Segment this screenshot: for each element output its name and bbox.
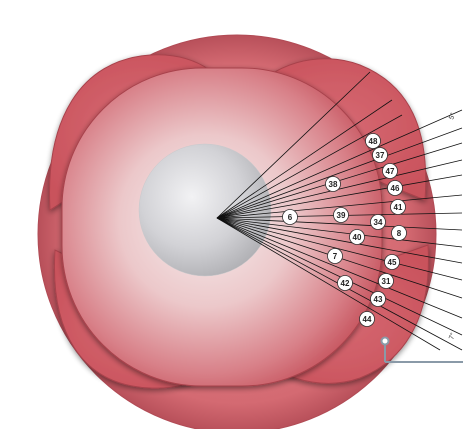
callout-badge-circle <box>378 273 394 289</box>
callout-badge: 41 <box>390 199 406 215</box>
callout-badge-label: 39 <box>337 211 346 220</box>
callout-badge-label: 46 <box>391 184 400 193</box>
edge-mark-label: 7° <box>447 331 457 340</box>
callout-badge-label: 38 <box>329 180 338 189</box>
callout-badge-label: 6 <box>288 213 293 222</box>
callout-badge: 34 <box>370 214 386 230</box>
callout-badge-circle <box>370 214 386 230</box>
leader-line <box>216 217 463 248</box>
callout-badge-circle <box>349 229 365 245</box>
callout-badge: 7 <box>327 248 343 264</box>
leader-line <box>216 217 441 351</box>
leader-line <box>216 217 463 264</box>
callout-badge-circle <box>365 133 381 149</box>
callout-badge-label: 40 <box>353 233 362 242</box>
callout-badge-circle <box>370 291 386 307</box>
callout-badge-circle <box>327 248 343 264</box>
callout-badge: 43 <box>370 291 386 307</box>
leader-line <box>216 174 463 219</box>
callout-badge-label: 34 <box>374 218 383 227</box>
callout-badge-label: 41 <box>394 203 403 212</box>
bracket-dot <box>380 336 390 346</box>
leader-line <box>216 194 463 219</box>
callout-badge-circle <box>382 163 398 179</box>
bracket <box>380 336 463 363</box>
leader-line <box>216 217 463 336</box>
leader-lines <box>216 71 463 351</box>
callout-badge-circle <box>333 207 349 223</box>
callout-badge-label: 8 <box>397 229 402 238</box>
callout-badge-label: 45 <box>388 258 397 267</box>
callout-badge-circle <box>387 180 403 196</box>
callout-badge-label: 48 <box>369 137 378 146</box>
callout-badge: 45 <box>384 254 400 270</box>
callout-badge: 8 <box>391 225 407 241</box>
callout-badge-circle <box>359 311 375 327</box>
leader-line <box>216 217 463 319</box>
callout-badge: 48 <box>365 133 381 149</box>
leader-line <box>216 127 463 219</box>
callout-badge-label: 44 <box>363 315 372 324</box>
callout-badge-label: 31 <box>382 277 391 286</box>
leader-line <box>216 159 463 219</box>
edge-mark-label: 5° <box>447 111 457 120</box>
callout-badge-circle <box>391 225 407 241</box>
leader-line <box>216 217 463 281</box>
callout-badge-label: 47 <box>386 167 395 176</box>
callout-badge: 38 <box>325 176 341 192</box>
callout-badge: 31 <box>378 273 394 289</box>
leader-line <box>216 114 403 219</box>
callout-badge-label: 42 <box>341 279 350 288</box>
callout-badge: 6 <box>282 209 298 225</box>
leader-line <box>216 109 463 219</box>
callout-badge: 40 <box>349 229 365 245</box>
callout-badge-circle <box>282 209 298 225</box>
callout-badge: 42 <box>337 275 353 291</box>
callout-badge-circle <box>337 275 353 291</box>
callout-badge: 44 <box>359 311 375 327</box>
callout-badge-label: 43 <box>374 295 383 304</box>
callout-badge-circle <box>325 176 341 192</box>
callout-badge-label: 7 <box>333 252 338 261</box>
callout-badge-circle <box>372 147 388 163</box>
callout-badge-circle <box>390 199 406 215</box>
callout-badge: 37 <box>372 147 388 163</box>
leader-line <box>216 217 463 231</box>
center-core <box>138 143 272 277</box>
edge-marks: 5° 7° <box>447 111 457 340</box>
leader-line <box>216 71 371 219</box>
callout-badge: 39 <box>333 207 349 223</box>
leader-line <box>216 99 393 219</box>
callout-badge: 46 <box>387 180 403 196</box>
callout-badge-circle <box>384 254 400 270</box>
callout-badge-label: 37 <box>376 151 385 160</box>
callout-badge: 47 <box>382 163 398 179</box>
